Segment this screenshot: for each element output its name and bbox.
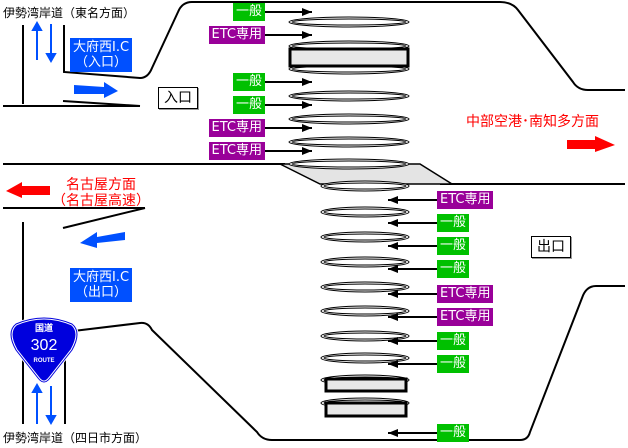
exit-booth-inner: [323, 283, 407, 291]
entrance-lane-label-etc: ETC専用: [208, 26, 265, 44]
entrance-plaza-outline: [63, 1, 625, 91]
exit-lane-label-general: 一般: [437, 332, 470, 350]
exit-ic-name: 大府西I.C: [73, 270, 130, 285]
direction-nagoya-line2: （名古屋高速）: [52, 193, 150, 209]
exit-lane-label-etc: ETC専用: [437, 308, 494, 326]
entrance-lane-label-general: 一般: [232, 96, 265, 114]
east-direction-arrow: [567, 136, 615, 152]
entrance-area-label: 入口: [158, 87, 198, 109]
exit-booth-inner: [323, 332, 407, 340]
entrance-ramp-arrow: [74, 82, 118, 98]
exit-lane-arrow-head: [388, 196, 398, 204]
exit-booth-inner: [323, 208, 407, 216]
route-302-shield: [9, 316, 79, 384]
exit-lane-arrow-head: [388, 219, 398, 227]
entrance-lane-arrow-head: [302, 124, 312, 132]
route-shield-bottom: ROUTE: [34, 358, 55, 364]
exit-booth-inner: [323, 307, 407, 315]
exit-lane-label-etc: ETC専用: [437, 285, 494, 303]
closed-exit-lane-2: [324, 401, 408, 418]
entrance-lane-label-etc: ETC専用: [208, 119, 265, 137]
direction-airport: 中部空港･南知多方面: [466, 114, 599, 130]
entrance-lane-arrow-head: [302, 8, 312, 16]
route-shield-number: 302: [31, 337, 58, 354]
entrance-ic-name: 大府西I.C: [73, 40, 130, 55]
entrance-ic-label: 大府西I.C （入口）: [70, 38, 133, 72]
entrance-lane-label-general: 一般: [232, 73, 265, 91]
ramp-arrows-top: [31, 20, 57, 64]
exit-ramp-arrow: [80, 232, 125, 248]
entrance-lane-arrow-head: [302, 78, 312, 86]
exit-lane-arrow-head: [388, 265, 398, 273]
closed-entrance-lane: [288, 47, 410, 68]
exit-lane-label-general: 一般: [437, 237, 470, 255]
direction-nagoya-line1: 名古屋方面: [66, 177, 136, 193]
exit-lane-label-general: 一般: [437, 424, 470, 442]
entrance-lane-arrow-head: [302, 31, 312, 39]
exit-lane-label-general: 一般: [437, 260, 470, 278]
exit-booth-inner: [323, 233, 407, 241]
entrance-lane-label-etc: ETC専用: [208, 142, 265, 160]
exit-area-label: 出口: [531, 236, 571, 258]
entrance-ic-type: （入口）: [75, 55, 128, 70]
direction-nagoya: 名古屋方面 （名古屋高速）: [52, 177, 150, 209]
exit-booth-inner: [323, 258, 407, 266]
exit-lane-arrow-head: [388, 360, 398, 368]
merge-line-top-diag: [62, 100, 141, 107]
exit-lane-arrow-head: [388, 429, 398, 437]
exit-lane-label-general: 一般: [437, 355, 470, 373]
closed-exit-lane-1: [324, 377, 408, 393]
merge-line-bottom-diag: [62, 207, 146, 229]
exit-lane-label-general: 一般: [437, 214, 470, 232]
entrance-booth-inner: [291, 160, 407, 168]
toll-booths: [288, 16, 410, 418]
exit-plaza-outline: [64, 285, 625, 441]
exit-booth-inner: [323, 182, 407, 190]
lane-arrows: [265, 8, 437, 437]
exit-booth-inner: [323, 354, 407, 362]
exit-lane-arrow-head: [388, 242, 398, 250]
direction-yokkaichi: 伊勢湾岸道（四日市方面）: [3, 431, 148, 445]
entrance-lane-arrow-head: [302, 147, 312, 155]
exit-ic-type: （出口）: [75, 285, 128, 300]
entrance-booth-inner: [291, 92, 407, 100]
entrance-lane-arrow-head: [302, 101, 312, 109]
route-shield-top: 国道: [35, 322, 53, 334]
exit-lane-arrow-head: [388, 313, 398, 321]
exit-lane-arrow-head: [388, 337, 398, 345]
entrance-booth-inner: [291, 18, 407, 26]
entrance-lane-label-general: 一般: [232, 3, 265, 21]
direction-tomei: 伊勢湾岸道（東名方面）: [3, 6, 136, 20]
west-direction-arrow: [6, 182, 50, 198]
entrance-booth-inner: [291, 115, 407, 123]
exit-ic-label: 大府西I.C （出口）: [70, 268, 133, 302]
entrance-booth-inner: [291, 138, 407, 146]
ramp-arrows-bottom: [31, 382, 57, 426]
exit-lane-arrow-head: [388, 290, 398, 298]
exit-lane-label-etc: ETC専用: [437, 191, 494, 209]
